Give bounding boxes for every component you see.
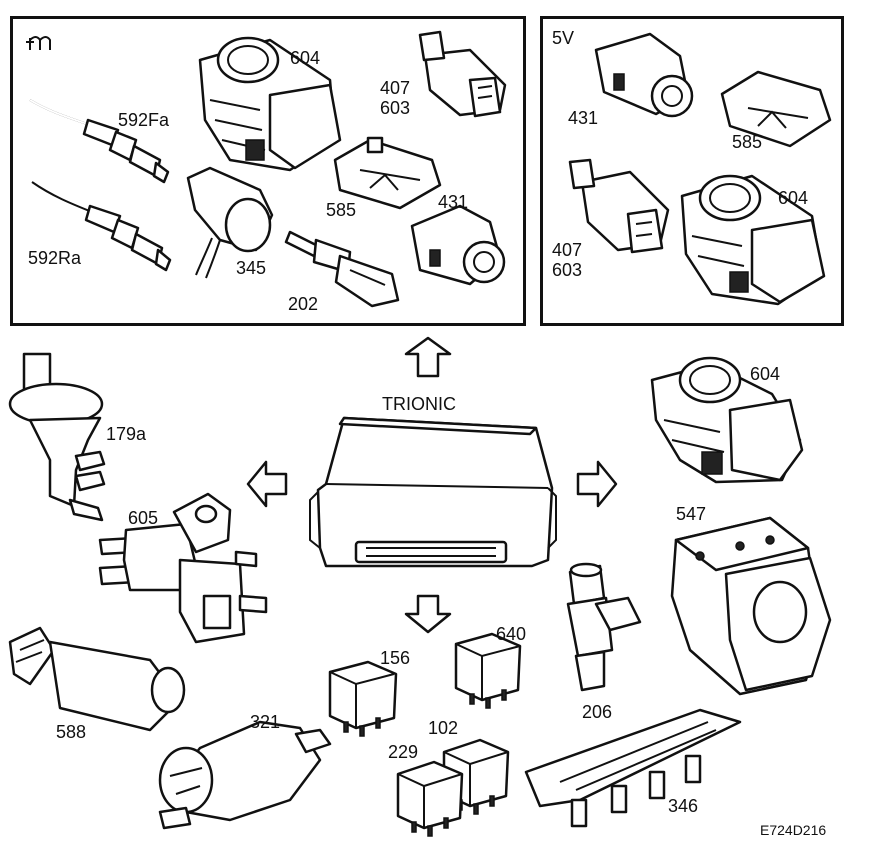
label-431-left: 431: [438, 192, 469, 212]
throttle-body-604-outer: [650, 356, 804, 484]
label-585-left: 585: [326, 200, 357, 220]
idle-valve-588: [8, 626, 186, 732]
label-345: 345: [236, 258, 267, 278]
trionic-ecu: [309, 416, 557, 568]
label-604-outer: 604: [750, 364, 781, 384]
pressure-sensor-407-603-right: [568, 158, 670, 254]
pressure-sensor-407-603-left: [418, 30, 507, 118]
label-206: 206: [582, 702, 613, 722]
arrow-down-icon: [404, 594, 452, 634]
arrow-left-icon: [246, 460, 288, 508]
fuel-pump-321: [158, 720, 332, 830]
valve-179a: [8, 352, 106, 522]
label-407-603-right: 407 603: [552, 240, 583, 280]
label-346: 346: [668, 796, 699, 816]
label-592fa: 592Fa: [118, 110, 170, 130]
label-321: 321: [250, 712, 281, 732]
label-604-left: 604: [290, 48, 321, 68]
figure-code: E724D216: [760, 822, 827, 838]
injector-206: [566, 562, 642, 692]
label-407-603-left: 407 603: [380, 78, 411, 118]
label-102: 102: [428, 718, 459, 738]
fuel-rail-346: [524, 708, 742, 828]
relay-640: [454, 632, 522, 709]
label-179a: 179a: [106, 424, 147, 444]
arrow-up-icon: [404, 336, 452, 378]
cam-sensor-431-left: [410, 204, 506, 286]
sensor-585-right: [720, 70, 832, 148]
label-431-right: 431: [568, 108, 599, 128]
label-voltage: 5V: [552, 28, 575, 48]
right-panel-frame: [540, 16, 844, 326]
throttle-body-604-left: [198, 36, 342, 172]
left-hand-drive-icon: [26, 36, 51, 50]
relay-156: [328, 660, 398, 737]
temperature-sensor-202: [284, 230, 400, 308]
label-640: 640: [496, 624, 527, 644]
label-229: 229: [388, 742, 419, 762]
cam-sensor-431-right: [594, 32, 694, 118]
label-156: 156: [380, 648, 411, 668]
left-panel-frame: [10, 16, 526, 326]
label-585-right: 585: [732, 132, 763, 152]
label-592ra: 592Ra: [28, 248, 82, 268]
valve-605: [98, 492, 268, 644]
relay-229: [396, 760, 464, 837]
ecu-title: TRIONIC: [382, 394, 456, 414]
arrow-right-icon: [576, 460, 618, 508]
label-547: 547: [676, 504, 707, 524]
oxygen-sensor-592ra: [31, 181, 172, 272]
throttle-body-604-right: [680, 174, 826, 306]
crank-sensor-345: [186, 166, 274, 279]
label-202: 202: [288, 294, 319, 314]
label-588: 588: [56, 722, 87, 742]
label-605: 605: [128, 508, 159, 528]
sensor-585-left: [333, 136, 442, 210]
label-604-right: 604: [778, 188, 809, 208]
abs-unit-547: [670, 516, 832, 696]
oxygen-sensor-592fa: [29, 99, 170, 184]
